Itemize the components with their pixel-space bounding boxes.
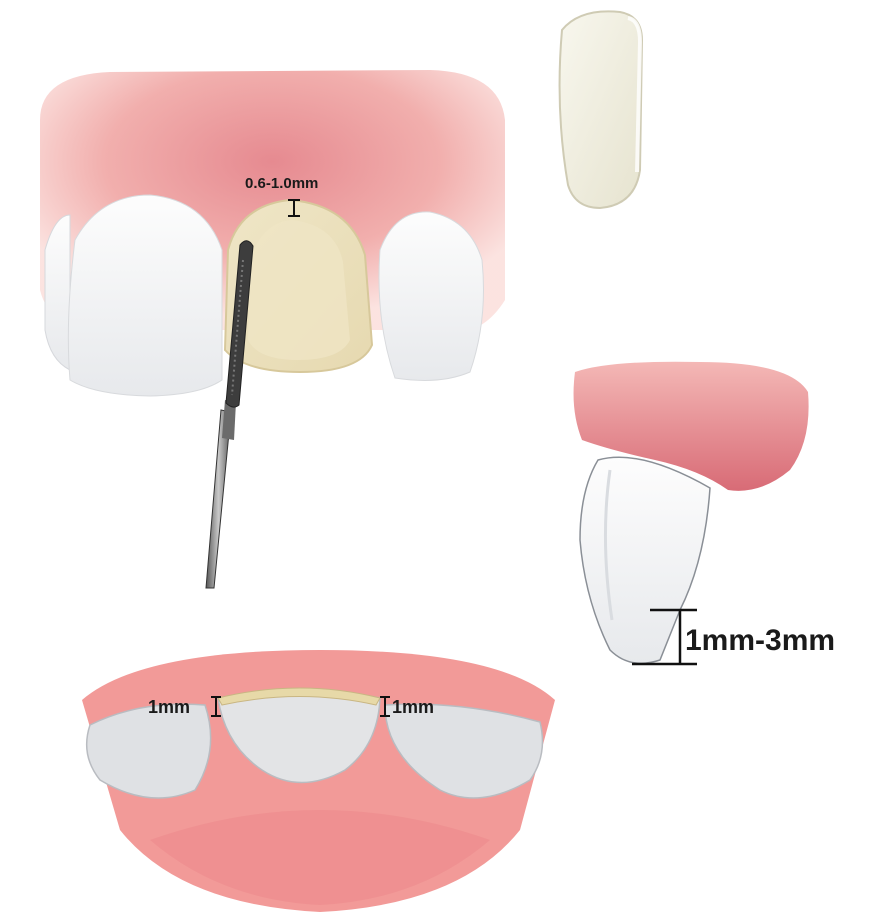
proximal-left-label: 1mm (148, 697, 190, 717)
incisal-reduction-label: 1mm-3mm (685, 624, 835, 657)
side-view: 1mm-3mm (574, 362, 836, 664)
occlusal-view: 1mm 1mm (82, 650, 555, 912)
enamel-reduction-label: 0.6-1.0mm (245, 175, 318, 192)
right-lateral-tooth (379, 212, 484, 381)
occlusal-left-tooth (87, 704, 211, 798)
left-central-tooth (68, 195, 222, 396)
veneer-shell (560, 11, 642, 208)
proximal-right-label: 1mm (392, 697, 434, 717)
left-lateral-tooth (45, 215, 70, 370)
front-view: 0.6-1.0mm (40, 70, 505, 396)
veneer (560, 11, 642, 208)
